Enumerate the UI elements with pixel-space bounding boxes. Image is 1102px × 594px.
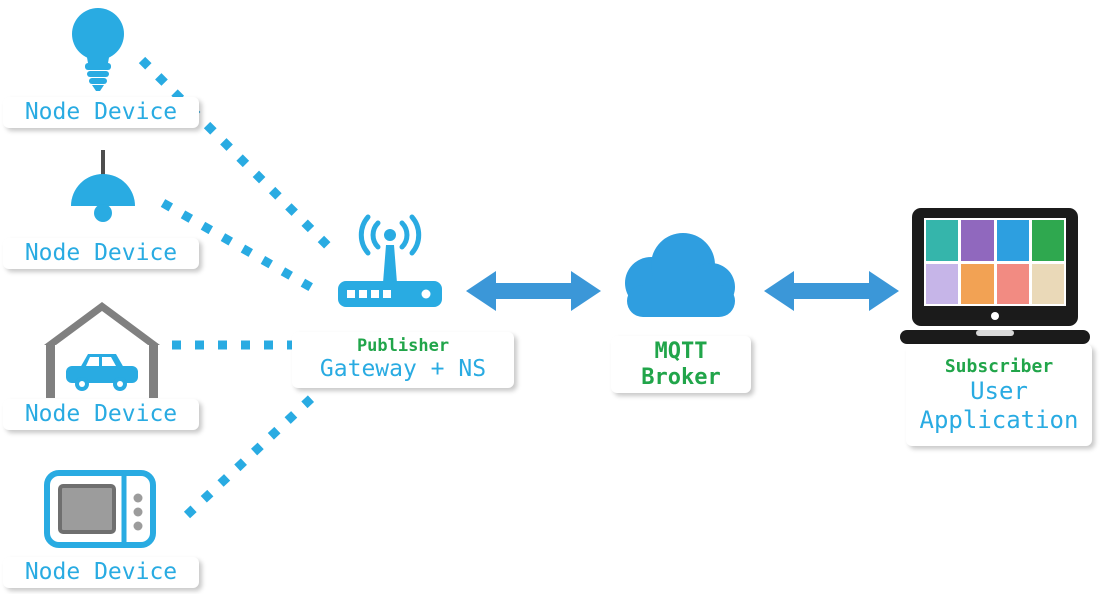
mqtt-broker-label: MQTT Broker bbox=[611, 336, 751, 393]
cloud-icon bbox=[625, 233, 735, 317]
screen-tile bbox=[961, 263, 994, 304]
bidirectional-arrow-icon bbox=[466, 271, 601, 311]
screen-tile bbox=[1031, 220, 1064, 261]
screen-tile bbox=[926, 220, 959, 261]
subscriber-line1: User bbox=[970, 377, 1028, 406]
broker-line1: MQTT bbox=[654, 338, 708, 364]
node-device-label: Node Device bbox=[3, 399, 199, 430]
pendant-lamp-icon bbox=[71, 150, 135, 222]
dashed-connector-line bbox=[138, 56, 334, 252]
screen-tile bbox=[1031, 263, 1064, 304]
gateway-name-label: Gateway + NS bbox=[319, 356, 487, 383]
node-device-text: Node Device bbox=[24, 400, 178, 427]
node-device-text: Node Device bbox=[24, 239, 178, 266]
screen-tile bbox=[961, 220, 994, 261]
dashed-connector-line bbox=[183, 389, 321, 519]
screen-tile bbox=[926, 263, 959, 304]
broker-line2: Broker bbox=[641, 364, 721, 390]
gateway-label: Publisher Gateway + NS bbox=[292, 332, 514, 388]
screen-tile bbox=[996, 263, 1029, 304]
light-bulb-icon bbox=[72, 8, 124, 91]
wireless-router-icon bbox=[338, 214, 442, 307]
bidirectional-arrow-icon bbox=[764, 271, 899, 311]
laptop-icon bbox=[900, 208, 1090, 346]
garage-car-icon bbox=[44, 302, 160, 398]
node-device-label: Node Device bbox=[3, 557, 199, 588]
laptop-screen-tiles bbox=[926, 220, 1064, 304]
screen-tile bbox=[996, 220, 1029, 261]
node-device-text: Node Device bbox=[24, 98, 178, 125]
node-device-label: Node Device bbox=[3, 97, 199, 128]
smart-appliance-icon bbox=[44, 470, 156, 548]
node-device-label: Node Device bbox=[3, 238, 199, 269]
subscriber-role-label: Subscriber bbox=[944, 356, 1054, 378]
publisher-role-label: Publisher bbox=[356, 336, 450, 357]
subscriber-line2: Application bbox=[919, 405, 1079, 434]
user-application-label: Subscriber User Application bbox=[906, 344, 1092, 446]
dashed-connector-line bbox=[160, 199, 324, 297]
node-device-text: Node Device bbox=[24, 558, 178, 585]
